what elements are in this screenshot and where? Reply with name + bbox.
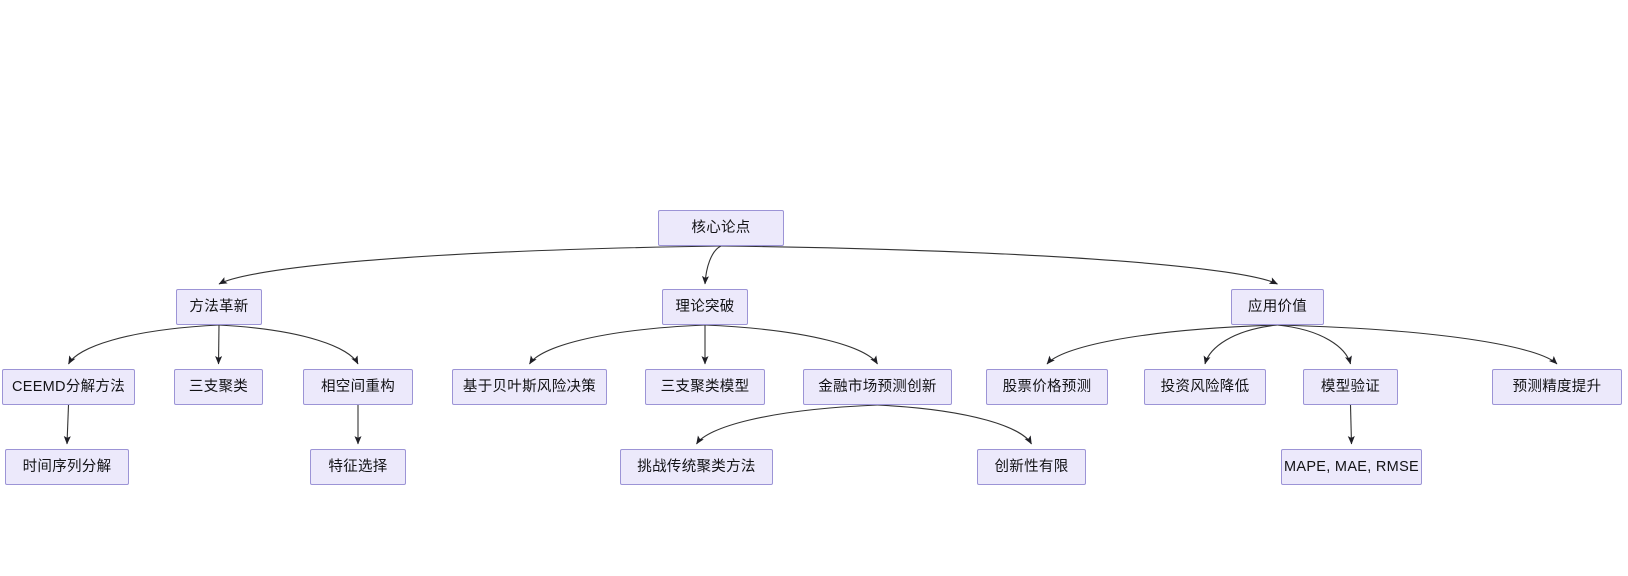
mindmap-node-label: CEEMD分解方法 [11,378,126,395]
mindmap-node-label: 金融市场预测创新 [818,378,937,395]
mindmap-node-l2b1[interactable]: 基于贝叶斯风险决策 [452,369,607,405]
mindmap-edge-l2a1-to-l3a1 [63,404,71,445]
mindmap-node-l1b[interactable]: 理论突破 [662,289,748,325]
mindmap-node-label: 时间序列分解 [22,458,112,475]
mindmap-node-l2a2[interactable]: 三支聚类 [174,369,263,405]
mindmap-node-root[interactable]: 核心论点 [658,210,784,246]
mindmap-edge-root-to-l1a [218,245,722,285]
mindmap-node-l1c[interactable]: 应用价值 [1231,289,1324,325]
mindmap-edge-l1a-to-l2a1 [68,324,220,365]
mindmap-edge-l1c-to-l2c1 [1046,324,1278,365]
mindmap-edge-l1c-to-l2c3 [1277,324,1352,365]
mindmap-node-l3a1[interactable]: 时间序列分解 [5,449,129,485]
mindmap-node-label: 创新性有限 [994,458,1069,475]
mindmap-node-label: 应用价值 [1247,298,1308,315]
mindmap-node-label: MAPE, MAE, RMSE [1283,458,1420,475]
mindmap-node-label: 方法革新 [189,298,249,315]
mindmap-node-l2c1[interactable]: 股票价格预测 [986,369,1108,405]
mindmap-node-l2a3[interactable]: 相空间重构 [303,369,413,405]
mindmap-node-l2c2[interactable]: 投资风险降低 [1144,369,1266,405]
mindmap-node-label: 预测精度提升 [1512,378,1602,395]
mindmap-node-label: 核心论点 [691,219,751,236]
mindmap-edge-l1a-to-l2a3 [218,324,359,365]
mindmap-node-l3a3[interactable]: 特征选择 [310,449,406,485]
mindmap-edge-l1b-to-l2b3 [704,324,878,365]
mindmap-node-label: 股票价格预测 [1002,378,1092,395]
mindmap-node-label: 模型验证 [1320,378,1381,395]
mindmap-edge-l2c3-to-l3c3 [1347,404,1355,445]
mindmap-node-l2c4[interactable]: 预测精度提升 [1492,369,1622,405]
mindmap-node-l2b2[interactable]: 三支聚类模型 [645,369,765,405]
mindmap-node-label: 相空间重构 [321,378,395,395]
mindmap-node-l1a[interactable]: 方法革新 [176,289,262,325]
mindmap-edge-l1c-to-l2c4 [1277,324,1558,365]
mindmap-edge-root-to-l1c [720,245,1278,285]
mindmap-edge-root-to-l1b [701,245,722,285]
mindmap-node-label: 投资风险降低 [1160,378,1250,395]
mindmap-node-l2b3[interactable]: 金融市场预测创新 [803,369,952,405]
mindmap-node-l3b3b[interactable]: 创新性有限 [977,449,1086,485]
mindmap-node-label: 三支聚类 [188,378,249,395]
mindmap-node-label: 三支聚类模型 [660,378,750,395]
mindmap-edge-l1b-to-l2b1 [529,324,706,365]
mindmap-edge-l2b3-to-l3b3a [696,404,878,445]
mindmap-node-label: 理论突破 [675,298,735,315]
mindmap-node-label: 基于贝叶斯风险决策 [462,378,597,395]
mindmap-edge-l1a-to-l2a2 [215,324,223,365]
mindmap-node-l3c3[interactable]: MAPE, MAE, RMSE [1281,449,1422,485]
mindmap-node-label: 挑战传统聚类方法 [637,458,756,475]
mindmap-node-l3b3a[interactable]: 挑战传统聚类方法 [620,449,773,485]
mindmap-edge-l1c-to-l2c2 [1203,324,1278,365]
mindmap-edge-l2b3-to-l3b3b [877,404,1032,445]
mindmap-node-label: 特征选择 [328,458,388,475]
mindmap-node-l2c3[interactable]: 模型验证 [1303,369,1398,405]
mindmap-node-l2a1[interactable]: CEEMD分解方法 [2,369,135,405]
